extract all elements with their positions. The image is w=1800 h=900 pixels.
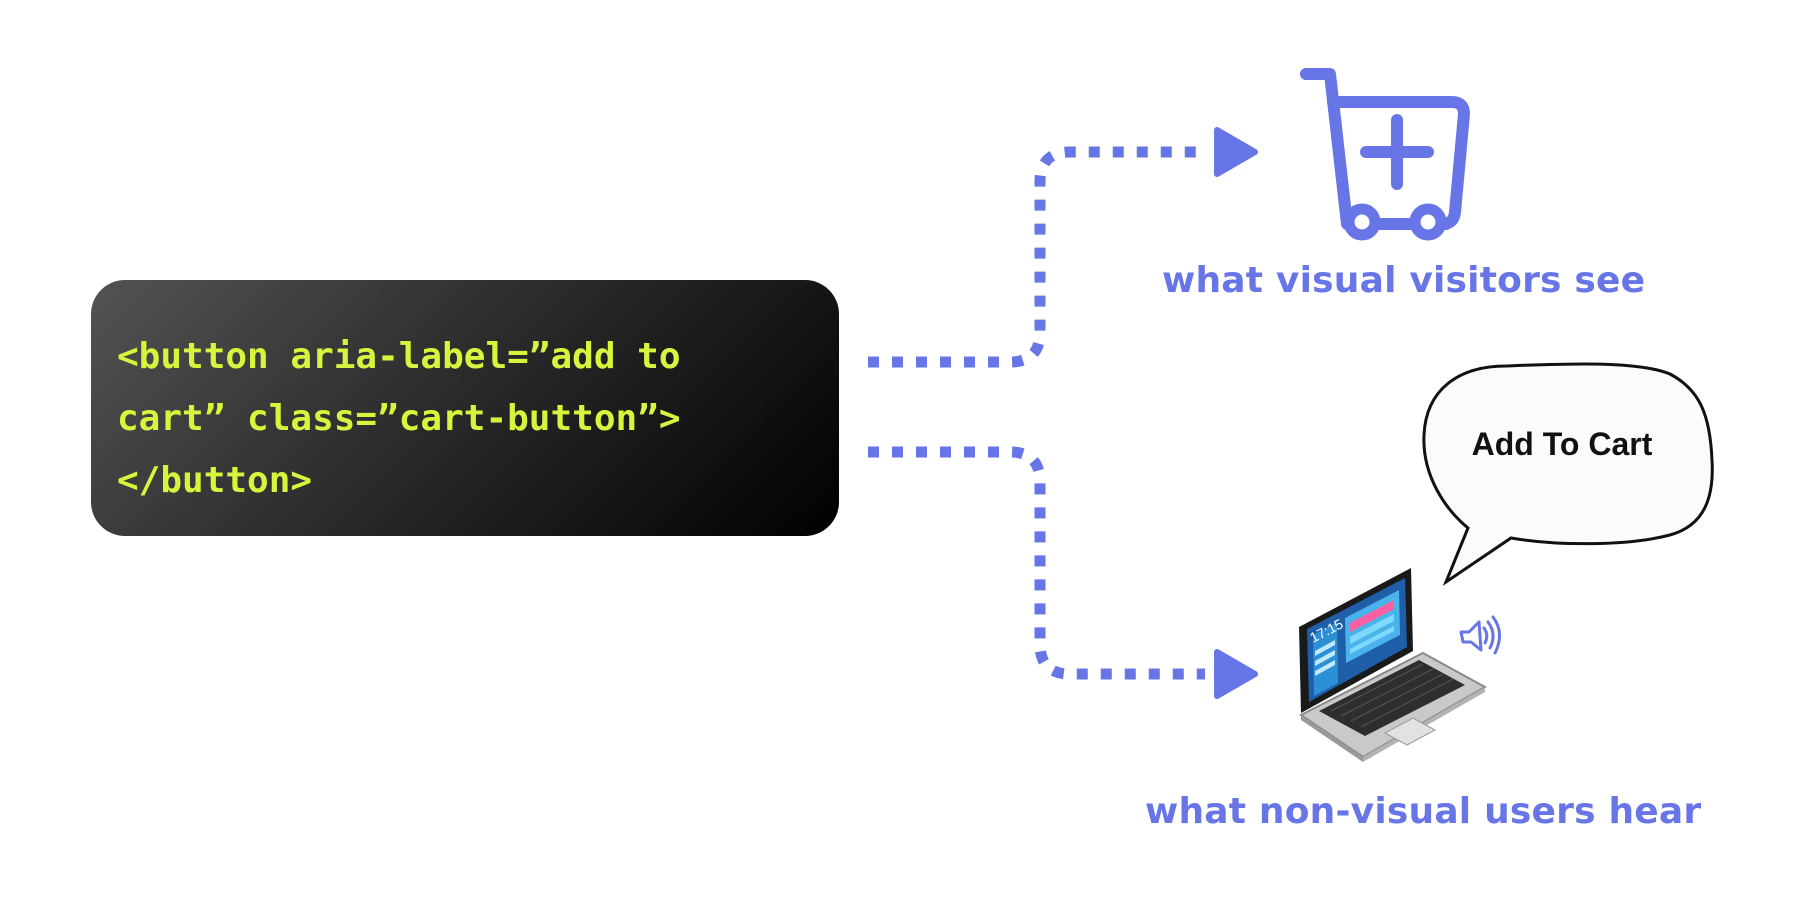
speech-bubble-text: Add To Cart: [1471, 426, 1653, 462]
connector-to-nonvisual: [868, 446, 1205, 680]
laptop-touchpad: [1383, 717, 1437, 746]
arrow-head-visual: [1214, 127, 1258, 177]
add-to-cart-icon: [1300, 68, 1470, 241]
arrow-head-nonvisual: [1214, 649, 1258, 699]
nonvisual-users-label: what non-visual users hear: [1145, 791, 1702, 832]
code-line-3: </button>: [117, 460, 313, 501]
speaker-sound-icon: [1459, 615, 1501, 655]
code-line-1: <button aria-label=”add to: [117, 336, 681, 377]
speech-bubble: [1422, 362, 1714, 587]
code-snippet: <button aria-label=”add to cart” class=”…: [91, 280, 839, 536]
code-line-2: cart” class=”cart-button”>: [117, 398, 681, 439]
visual-visitors-label: what visual visitors see: [1162, 260, 1646, 301]
laptop-icon: 17:15: [1299, 568, 1488, 762]
laptop-keyboard: [1319, 660, 1465, 736]
connector-to-visual: [868, 146, 1205, 368]
